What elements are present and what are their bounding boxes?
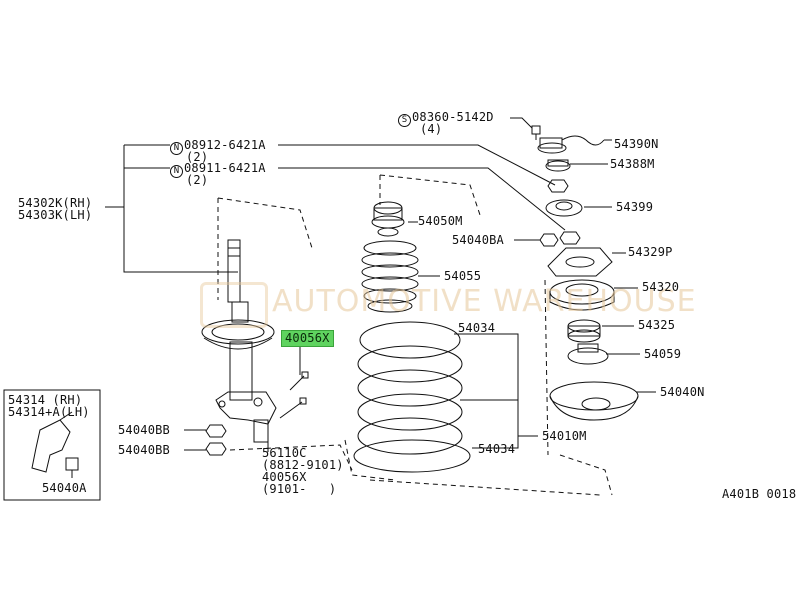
label-54325: 54325 xyxy=(638,318,676,332)
label-54034-top: 54034 xyxy=(458,321,496,335)
label-54320: 54320 xyxy=(642,280,680,294)
label-54040n: 54040N xyxy=(660,385,705,399)
screw-part-number: 08360-5142D xyxy=(412,110,494,124)
nut-54040bb-2 xyxy=(184,442,227,456)
label-54399: 54399 xyxy=(616,200,654,214)
label-54055: 54055 xyxy=(444,269,482,283)
dash-strut-box xyxy=(217,197,313,249)
nut-2-part-number: 08911-6421A xyxy=(184,161,266,175)
label-40056x: 40056X xyxy=(262,470,307,484)
screw-08360 xyxy=(531,125,541,140)
part-54325 xyxy=(567,319,634,343)
part-54390n xyxy=(537,135,612,154)
dust-boot-54055 xyxy=(361,240,440,313)
label-nut-08912-qty: (2) xyxy=(186,150,209,164)
leader-screw xyxy=(510,117,533,129)
nut-1-part-number: 08912-6421A xyxy=(184,138,266,152)
circle-n-icon: N xyxy=(170,142,183,155)
label-54040bb-2: 54040BB xyxy=(118,443,170,457)
label-54388m: 54388M xyxy=(610,157,655,171)
label-strut-rh: 54302K(RH) xyxy=(18,196,93,210)
label-54329p: 54329P xyxy=(628,245,673,259)
part-54399 xyxy=(545,199,612,217)
part-54059 xyxy=(567,343,640,365)
label-strut-lh: 54303K(LH) xyxy=(18,208,93,222)
dash-bump-stop xyxy=(379,174,481,216)
label-54314-rh: 54314 (RH) xyxy=(8,393,83,407)
bracket-part xyxy=(31,411,79,478)
label-54040a: 54040A xyxy=(42,481,87,495)
nut-54040bb-1 xyxy=(184,424,227,438)
nut-right xyxy=(559,231,581,245)
strut-bracket-line xyxy=(123,145,238,273)
figure-code: A401B 0018 xyxy=(722,487,797,501)
strut-bolts xyxy=(279,371,309,419)
part-54388m xyxy=(545,159,608,172)
dash-spring-bottom xyxy=(344,439,396,481)
label-54059: 54059 xyxy=(644,347,682,361)
strut-assembly xyxy=(201,239,277,443)
circle-s-icon: S xyxy=(398,114,411,127)
circle-n-icon: N xyxy=(170,165,183,178)
dash-strut-bottom xyxy=(229,444,353,471)
coil-spring-54010m xyxy=(353,321,538,473)
label-screw-qty: (4) xyxy=(420,122,443,136)
nut-54040ba xyxy=(514,233,559,247)
label-54040ba: 54040BA xyxy=(452,233,504,247)
dash-mount-left xyxy=(544,279,549,456)
leader-nut-2 xyxy=(278,167,566,231)
label-54050m: 54050M xyxy=(418,214,463,228)
part-54329p xyxy=(547,247,626,277)
label-54010m: 54010M xyxy=(542,429,587,443)
watermark-text: AUTOMOTIVE WAREHOUSE xyxy=(272,284,697,319)
nut-small xyxy=(547,179,569,193)
label-nut-08911-qty: (2) xyxy=(186,173,209,187)
part-54040n xyxy=(549,381,656,421)
part-54320 xyxy=(549,279,638,311)
bump-stop-54050m xyxy=(371,201,418,237)
label-56110c: 56110C xyxy=(262,446,307,460)
dash-main-bottom xyxy=(369,479,601,496)
leader-nut-1 xyxy=(278,144,556,186)
label-40056x-range: (9101- ) xyxy=(262,482,337,496)
label-54040bb-1: 54040BB xyxy=(118,423,170,437)
label-56110c-range: (8812-9101) xyxy=(262,458,344,472)
watermark-logo xyxy=(200,282,268,328)
label-54390n: 54390N xyxy=(614,137,659,151)
label-54034-bottom: 54034 xyxy=(478,442,516,456)
bracket-box xyxy=(3,389,101,501)
label-54314-lh: 54314+A(LH) xyxy=(8,405,90,419)
label-40056x-highlight[interactable]: 40056X xyxy=(281,330,334,347)
dash-mount-right xyxy=(559,454,613,496)
